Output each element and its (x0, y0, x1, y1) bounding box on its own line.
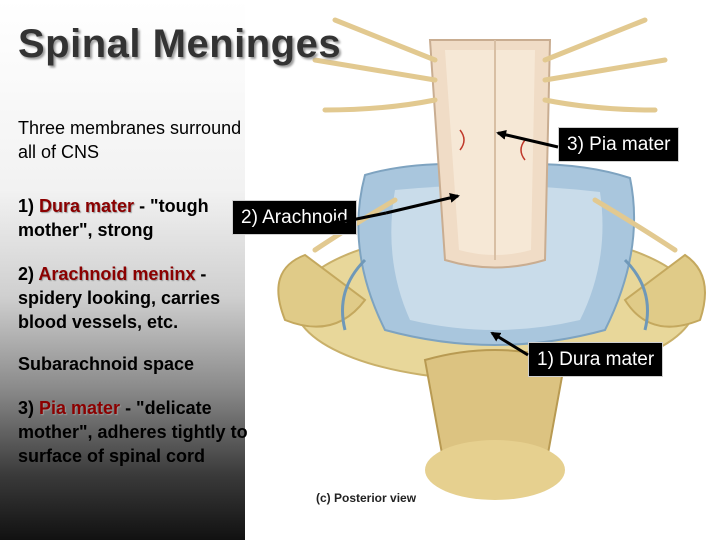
intro-text: Three membranes surround all of CNS (18, 118, 242, 162)
spinal-meninges-illustration (245, 0, 720, 540)
arachnoid-prefix: 2) (18, 264, 39, 284)
dura-prefix: 1) (18, 196, 40, 216)
pia-mater-label: 3) Pia mater (558, 127, 680, 162)
pia-rest: - "delicate mother", adheres tightly to … (18, 398, 248, 466)
subarachnoid-label: Subarachnoid space (18, 354, 195, 374)
arachnoid-label: 2) Arachnoid (232, 200, 357, 235)
dura-mater-term: Dura mater (39, 196, 135, 216)
figure-caption: (c) Posterior view (316, 491, 417, 505)
pia-mater-description: 3) Pia mater - "delicate mother", adhere… (18, 396, 248, 468)
dura-mater-label: 1) Dura mater (528, 342, 664, 377)
arachnoid-rest: - spidery looking, carries blood vessels… (18, 264, 221, 332)
pia-mater-term: Pia mater (39, 398, 121, 418)
slide-title: Spinal Meninges (18, 22, 342, 66)
arachnoid-description: 2) Arachnoid meninx - spidery looking, c… (18, 262, 258, 334)
arachnoid-term: Arachnoid meninx (38, 264, 196, 284)
left-panel-background (0, 0, 245, 540)
dura-rest: - "tough mother", strong (18, 196, 209, 240)
dura-mater-description: 1) Dura mater - "tough mother", strong (18, 194, 258, 242)
subarachnoid-space-text: Subarachnoid space (18, 352, 258, 376)
pia-prefix: 3) (18, 398, 40, 418)
